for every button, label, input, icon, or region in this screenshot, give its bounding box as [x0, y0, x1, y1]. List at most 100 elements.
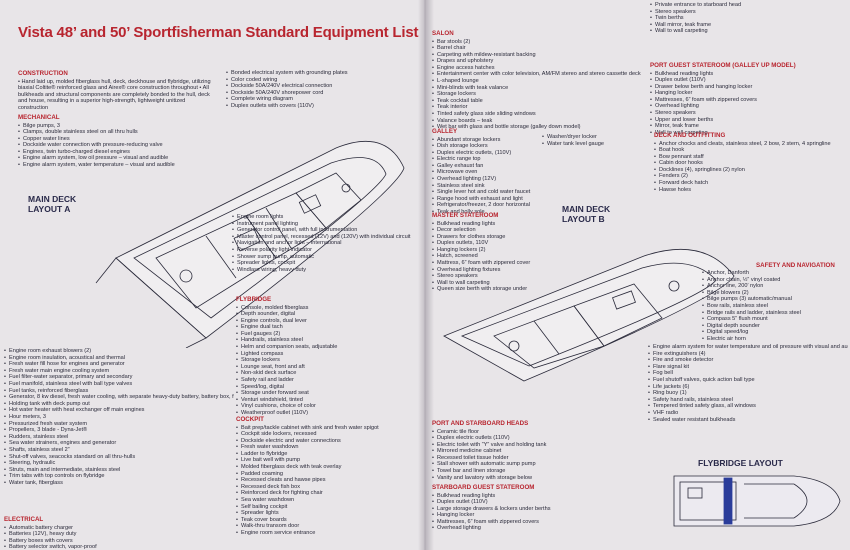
safety-right-section: Anchor, DanforthAnchor chain, ½” vinyl c…: [702, 270, 848, 343]
list-item: Hatch, screened: [432, 253, 562, 260]
top-continued-list: Private entrance to starboard headStereo…: [650, 2, 846, 35]
safety-right-list: Anchor, DanforthAnchor chain, ½” vinyl c…: [702, 270, 848, 343]
list-item: Wall to wall carpeting: [650, 28, 846, 35]
list-item: Wall to wall carpeting: [650, 130, 846, 137]
list-item: Fuel tanks, reinforced fiberglass: [4, 388, 234, 395]
list-item: Anchor line, 200’ nylon: [702, 283, 848, 290]
list-item: Vanity and lavatory with storage below: [432, 475, 632, 482]
list-item: Hawse holes: [654, 187, 846, 194]
list-item: Bar stools (2): [432, 39, 642, 46]
main-deck-b-caption: MAIN DECK LAYOUT B: [562, 204, 611, 224]
electrical-top-section: Bonded electrical system with grounding …: [226, 70, 416, 110]
safety-heading: SAFETY AND NAVIGATION: [756, 262, 835, 269]
list-item: Wall to wall carpeting: [432, 280, 562, 287]
flybridge-drawing: [664, 470, 844, 532]
list-item: Weatherproof outlet (110V): [236, 410, 416, 417]
list-item: Water tank, fiberglass: [4, 480, 234, 487]
list-item: Fresh water main engine cooling system: [4, 368, 234, 375]
safety-section: SAFETY AND NAVIGATION: [756, 262, 848, 271]
list-item: Pressurized fresh water system: [4, 421, 234, 428]
list-item: Cockpit side lockers, recessed: [236, 431, 418, 438]
list-item: Propellers, 3 blade - Dyna-Jet®: [4, 427, 234, 434]
list-item: Copper water lines: [18, 136, 214, 143]
list-item: Engine alarm system, low oil pressure – …: [18, 155, 214, 162]
mechanical-list: Bilge pumps, 3Clamps, double stainless s…: [18, 123, 214, 169]
salon-section: SALON Bar stools (2)Barrel chairCarpetin…: [432, 30, 642, 131]
list-item: Holding tank with deck pump out: [4, 401, 234, 408]
list-item: Single lever hot and cold water faucet: [432, 189, 552, 196]
list-item: Hot water heater with heat exchanger off…: [4, 407, 234, 414]
list-item: Lighted compass: [236, 351, 416, 358]
list-item: Teak and holly sole: [432, 209, 552, 216]
list-item: Hanging locker: [432, 512, 642, 519]
mechanical-section: MECHANICAL Bilge pumps, 3Clamps, double …: [18, 114, 214, 169]
list-item: Spreader lights: [236, 510, 418, 517]
master-list: Bulkhead reading lightsDecor selectionDr…: [432, 221, 562, 294]
list-item: Engines, twin turbo-charged diesel engin…: [18, 149, 214, 156]
top-continued-section: Private entrance to starboard headStereo…: [650, 2, 846, 35]
safety-more-section: Engine alarm system for water temperatur…: [648, 344, 848, 423]
mechanical-more-section: Engine room exhaust blowers (2)Engine ro…: [4, 348, 234, 486]
list-item: Generator control panel, with full instr…: [232, 227, 412, 234]
galley-section-2: Washer/dryer lockerWater tank level gaug…: [542, 134, 642, 147]
list-item: Duplex outlets with covers (110V): [226, 103, 416, 110]
hull-plan-b-icon: [443, 248, 735, 382]
list-item: Reverse polarity light indicator: [232, 247, 412, 254]
list-item: Console, molded fiberglass: [236, 305, 416, 312]
list-item: Tinted safety glass side sliding windows: [432, 111, 642, 118]
list-item: Fenders (2): [654, 173, 846, 180]
salon-list: Bar stools (2)Barrel chairCarpeting with…: [432, 39, 642, 131]
master-section: MASTER STATEROOM Bulkhead reading lights…: [432, 212, 562, 293]
electrical-section: ELECTRICAL Automatic battery chargerBatt…: [4, 516, 204, 550]
list-item: Hanging lockers (2): [432, 247, 562, 254]
list-item: Lounge seat, front and aft: [236, 364, 416, 371]
list-item: Teak interior: [432, 104, 642, 111]
list-item: Shower sump pump, automatic: [232, 254, 412, 261]
list-item: Drawer below berth and hanging locker: [650, 84, 846, 91]
list-item: Ring buoy (1): [648, 390, 848, 397]
list-item: Dockside electric and water connections: [236, 438, 418, 445]
list-item: Towel bar and linen storage: [432, 468, 632, 475]
stbd-guest-heading: STARBOARD GUEST STATEROOM: [432, 484, 535, 491]
flybridge-heading: FLYBRIDGE: [236, 296, 272, 303]
safety-list: Engine alarm system for water temperatur…: [648, 344, 848, 423]
list-item: Engine room exhaust blowers (2): [4, 348, 234, 355]
list-item: Bait prep/tackle cabinet with sink and f…: [236, 425, 418, 432]
cockpit-list: Bait prep/tackle cabinet with sink and f…: [236, 425, 418, 537]
list-item: Venturi windshield, tinted: [236, 397, 416, 404]
list-item: Depth sounder, digital: [236, 311, 416, 318]
list-item: Spreader lights, cockpit: [232, 260, 412, 267]
list-item: Engine room lights: [232, 214, 412, 221]
list-item: Mattresses, 6” foam with zippered covers: [650, 97, 846, 104]
list-item: Safety rail and ladder: [236, 377, 416, 384]
list-item: Digital speed/log: [702, 329, 848, 336]
list-item: Walk-thru transom door: [236, 523, 418, 530]
list-item: Sea water strainers, engines and generat…: [4, 440, 234, 447]
list-item: Water tank level gauge: [542, 141, 642, 148]
list-item: Vinyl cushions, choice of color: [236, 403, 416, 410]
list-item: Engine room service entrance: [236, 530, 418, 537]
list-item: Duplex electric outlets (110V): [432, 435, 632, 442]
list-item: Docklines (4), springlines (2) nylon: [654, 167, 846, 174]
list-item: Generator, 8 kw diesel, fresh water cool…: [4, 394, 234, 401]
list-item: Upper and lower berths: [650, 117, 846, 124]
list-item: Drawers for clothes storage: [432, 234, 562, 241]
galley-heading: GALLEY: [432, 128, 458, 135]
list-item: Bulkhead reading lights: [432, 221, 562, 228]
list-item: Fuel shutoff valves, quick action ball t…: [648, 377, 848, 384]
list-item: Carpeting with mildew-resistant backing: [432, 52, 642, 59]
right-page: SALON Bar stools (2)Barrel chairCarpetin…: [426, 0, 850, 550]
list-item: Stall shower with automatic sump pump: [432, 461, 632, 468]
list-item: Duplex outlet (110V): [432, 499, 642, 506]
list-item: Anchor chocks and cleats, stainless stee…: [654, 141, 846, 148]
list-item: Storage under forward seat: [236, 390, 416, 397]
list-item: Flare signal kit: [648, 364, 848, 371]
list-item: Instrument panel lighting: [232, 221, 412, 228]
list-item: Storage lockers: [432, 91, 642, 98]
list-item: Life jackets (6): [648, 384, 848, 391]
list-item: Trim tabs with top controls on flybridge: [4, 473, 234, 480]
list-item: Safety hand rails, stainless steel: [648, 397, 848, 404]
list-item: Engine alarm system for water temperatur…: [648, 344, 848, 351]
list-item: Hour meters, 3: [4, 414, 234, 421]
